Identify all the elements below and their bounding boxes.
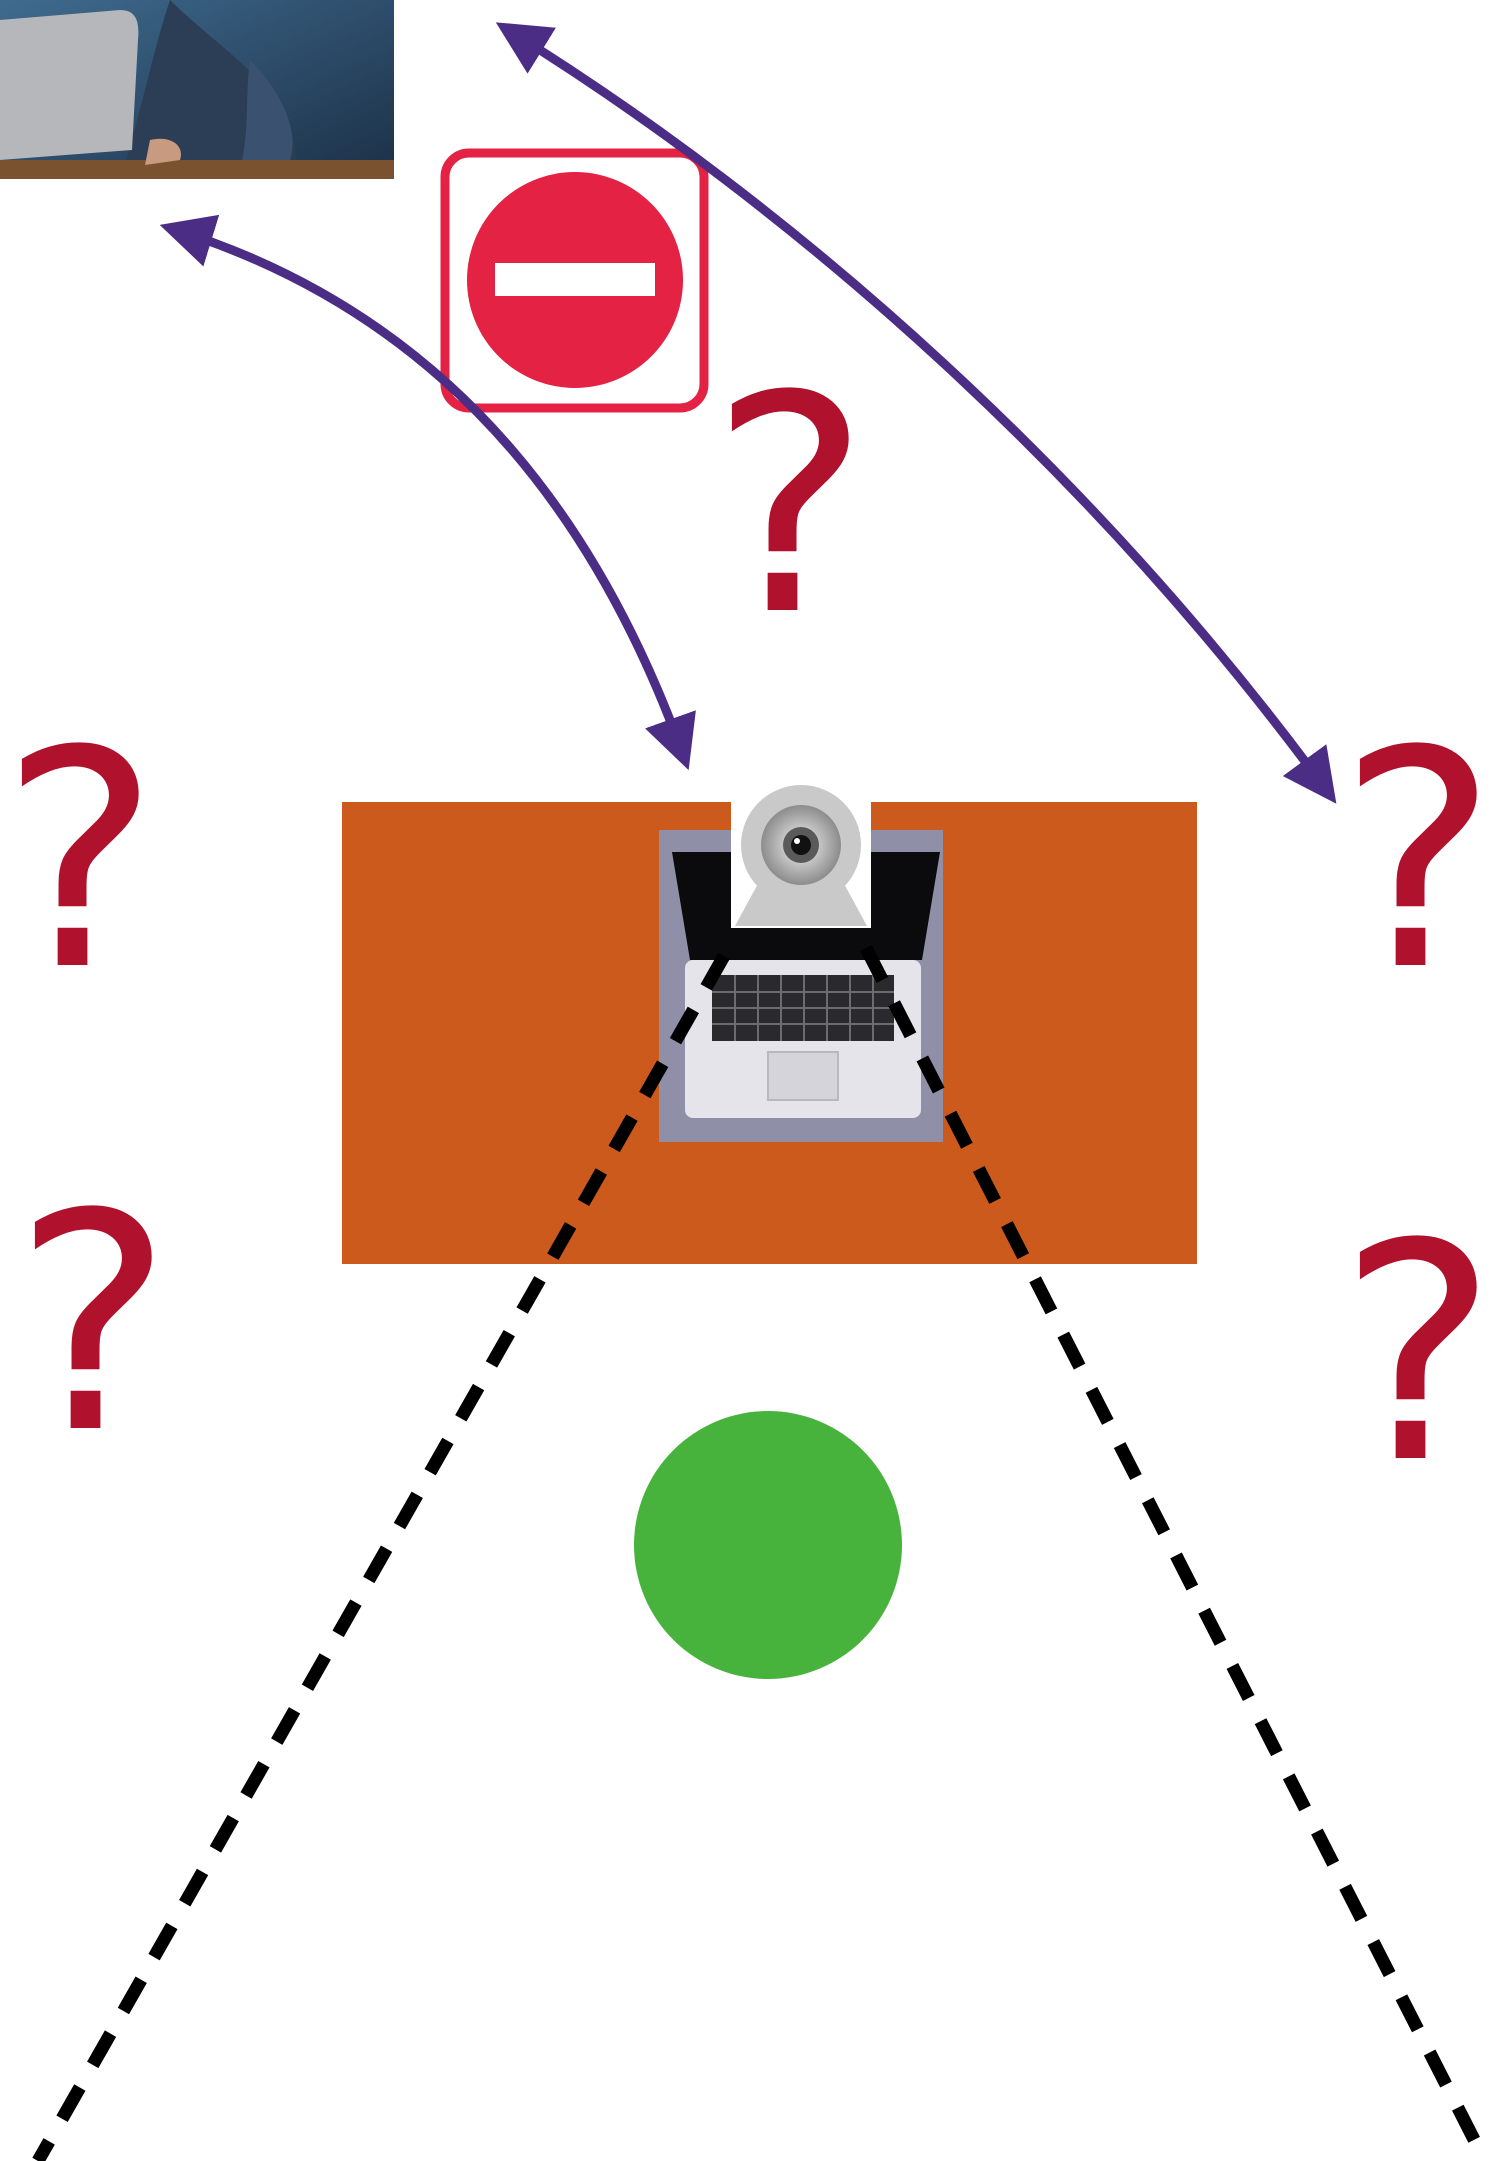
field-of-view-left — [32, 952, 730, 2161]
question-mark-right-lower: ? — [1338, 1180, 1496, 1529]
question-mark-top: ? — [710, 332, 869, 681]
question-mark-left-lower: ? — [13, 1150, 172, 1499]
remote-person-photo — [0, 0, 394, 179]
arrow-to-remote-right — [495, 22, 1337, 804]
no-entry-sign-icon — [440, 148, 709, 413]
question-mark-left-upper: ? — [0, 687, 159, 1036]
question-mark-right-upper: ? — [1338, 687, 1496, 1036]
webcam-icon — [731, 785, 871, 928]
person-marker — [634, 1411, 902, 1679]
field-of-view-right — [860, 945, 1491, 2161]
